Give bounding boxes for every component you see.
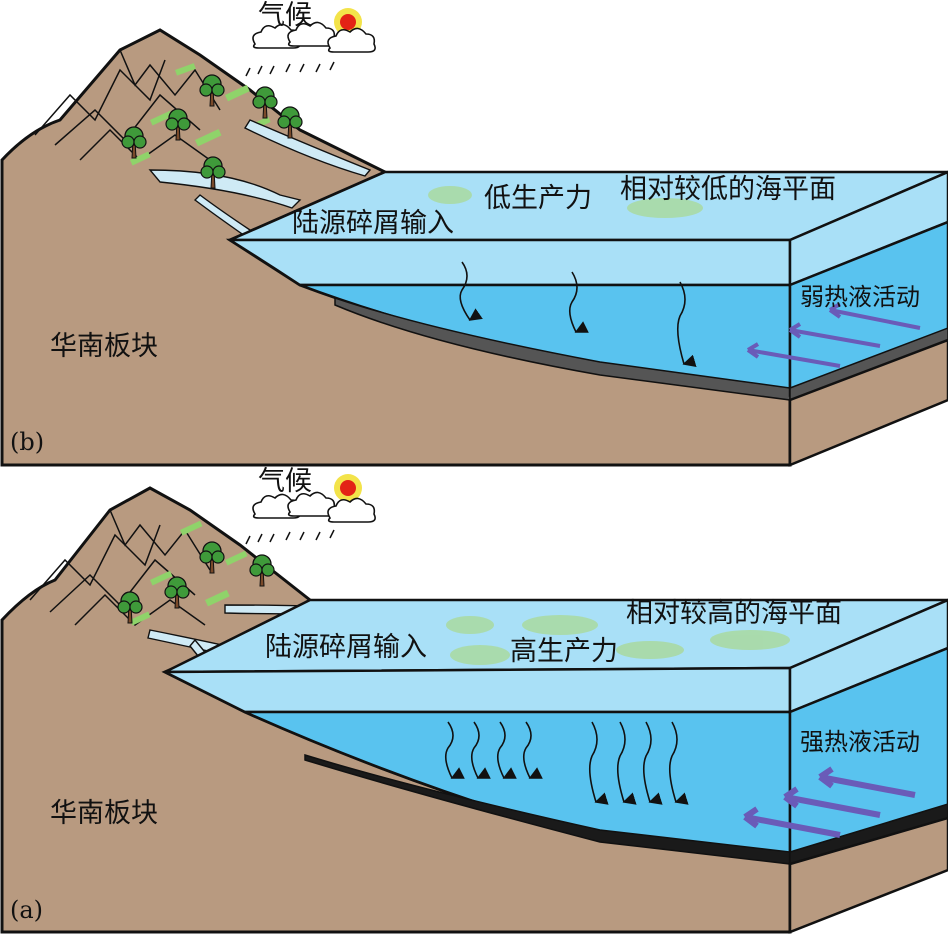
sediment-side-a	[789, 803, 948, 865]
climate-icon-a	[245, 474, 376, 545]
panel-a: 气候 相对较高的海平面 高生产力 陆源碎屑输入 强热液活动 华南板块 (a)	[0, 466, 948, 934]
sinking-arrows-b	[459, 261, 697, 367]
plankton-b	[428, 186, 703, 218]
climate-label: 气候	[258, 466, 312, 497]
rivers-b	[148, 119, 372, 237]
land-side-a	[788, 816, 948, 934]
sea-side-upper-b	[788, 170, 948, 287]
panel-b: 气候 低生产力 相对较低的海平面 陆源碎屑输入 弱热液活动 华南板块 (b)	[0, 0, 948, 467]
detritus-label: 陆源碎屑输入	[265, 632, 427, 663]
mountain-ridges-a	[29, 509, 211, 626]
vegetation-b	[130, 63, 271, 166]
climate-icon-b	[245, 8, 376, 77]
plankton-a	[446, 615, 790, 665]
hydrothermal-label: 弱热液活动	[800, 283, 920, 311]
plate-label: 华南板块	[50, 331, 158, 362]
detritus-label: 陆源碎屑输入	[292, 208, 454, 239]
panel-letter: (a)	[10, 896, 43, 924]
productivity-label: 低生产力	[484, 183, 592, 214]
sea-level-label: 相对较高的海平面	[626, 598, 842, 629]
sea-level-label: 相对较低的海平面	[620, 174, 836, 205]
hydrothermal-arrows-b	[746, 302, 921, 368]
sea-upper-band-a	[164, 666, 792, 714]
sea-side-upper-a	[788, 598, 948, 714]
vegetation-a	[130, 520, 248, 626]
sea-side-deep-a	[788, 646, 948, 864]
plate-label: 华南板块	[50, 798, 158, 829]
sinking-arrows-a	[444, 721, 689, 805]
sediment-side-b	[789, 327, 948, 402]
sea-upper-band-b	[225, 238, 792, 287]
panel-letter: (b)	[10, 428, 44, 456]
land-side-b	[788, 338, 948, 467]
productivity-label: 高生产力	[510, 636, 618, 667]
hydrothermal-arrows-a	[743, 766, 916, 838]
hydrothermal-label: 强热液活动	[800, 728, 920, 756]
climate-label: 气候	[258, 0, 312, 31]
